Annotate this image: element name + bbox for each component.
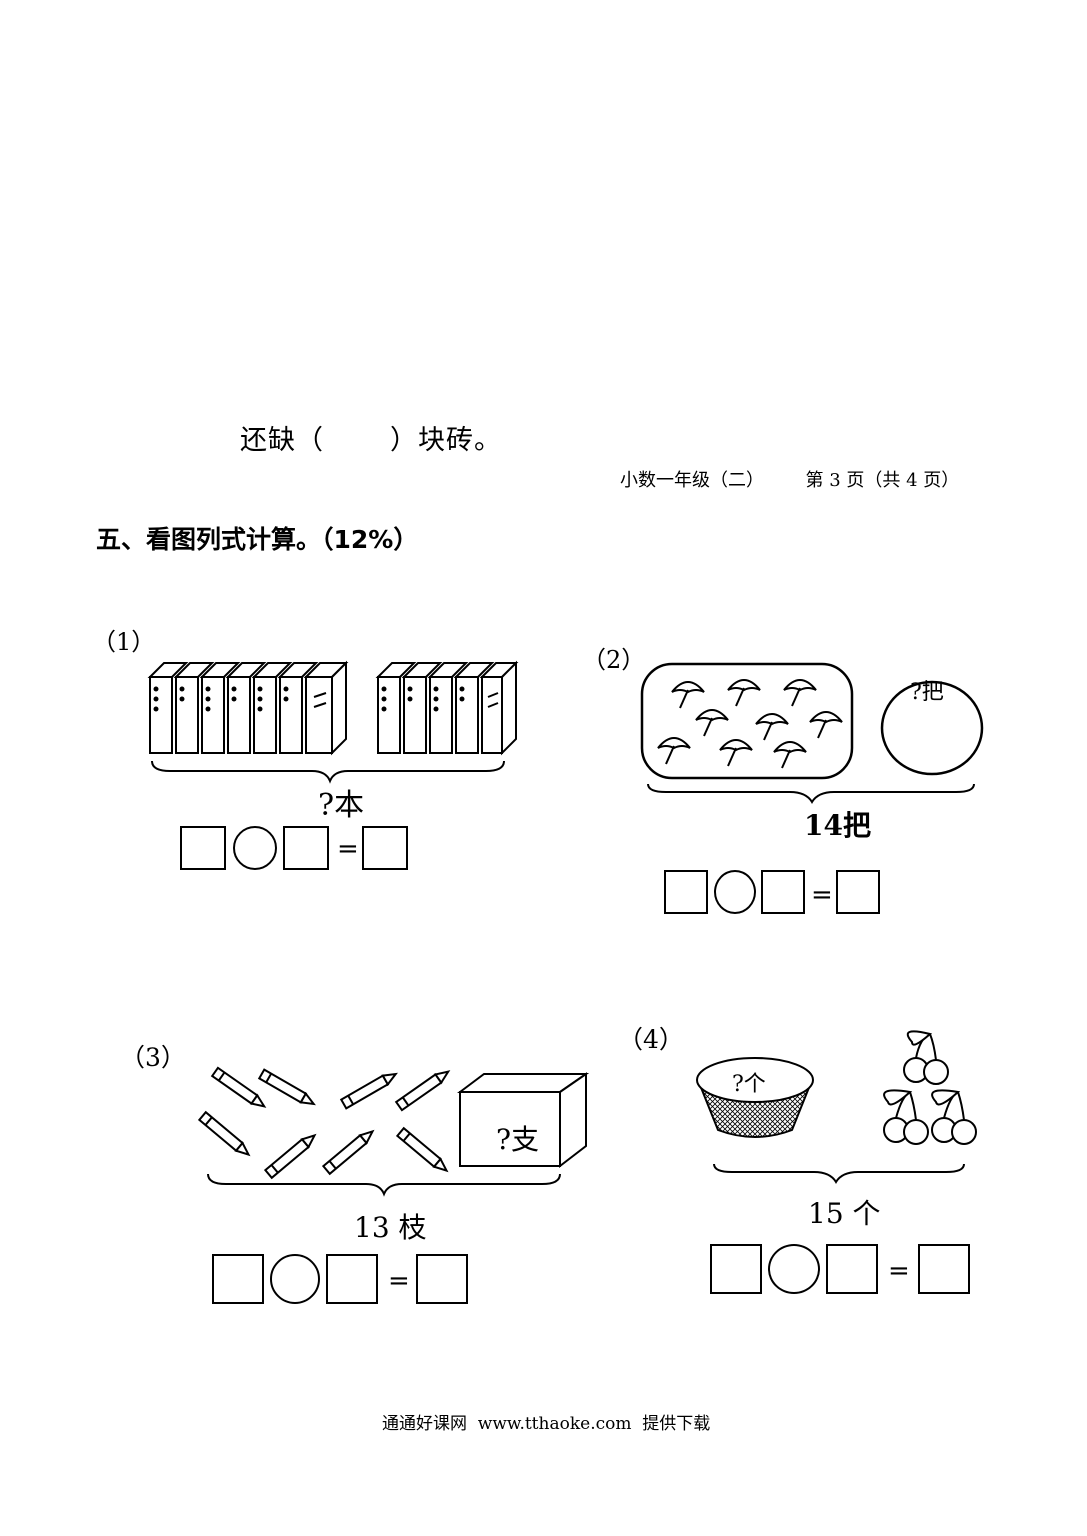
page-footer: 通通好课网 www.tthaoke.com 提供下载 [382,1414,711,1434]
operand-box-1[interactable] [664,870,708,914]
operator-circle[interactable] [768,1244,820,1294]
result-box[interactable] [416,1254,468,1304]
bricks-prefix: 还缺（ [240,425,324,456]
problem-2-number: （2） [582,646,646,674]
operand-box-1[interactable] [212,1254,264,1304]
problem-2-top-label: ?把 [910,680,944,705]
basket-cherries-illustration [696,1030,977,1184]
problem-2-label: 14把 [804,809,871,842]
equals-sign: = [811,880,833,910]
operand-box-2[interactable] [326,1254,378,1304]
equals-sign: = [888,1256,910,1286]
page-number: 第 3 页（共 4 页） [805,470,960,491]
page-header-info: 小数一年级（二） 第 3 页（共 4 页） [620,466,959,492]
result-box[interactable] [836,870,880,914]
class-label: 小数一年级（二） [620,470,764,491]
operator-circle[interactable] [233,826,277,870]
operand-box-1[interactable] [180,826,226,870]
problem-3-label: 13 枝 [354,1211,427,1244]
umbrellas-illustration [640,662,984,804]
problem-4-label: 15 个 [808,1197,881,1230]
section-title: 五、看图列式计算。（12%） [96,525,419,554]
problem-3-box-label: ?支 [496,1123,540,1156]
problem-1-number: （1） [92,628,156,656]
result-box[interactable] [362,826,408,870]
problem-4-number: （4） [618,1025,684,1054]
bricks-suffix: ）块砖。 [390,425,502,456]
books-illustration [147,660,519,784]
operator-circle[interactable] [270,1254,320,1304]
operand-box-2[interactable] [761,870,805,914]
problem-3-number: （3） [120,1043,186,1072]
bricks-line: 还缺（ ）块砖。 [240,418,502,457]
pencils-illustration [197,1066,590,1197]
equals-sign: = [337,834,359,864]
equals-sign: = [388,1266,410,1296]
problem-4-basket-label: ?个 [732,1072,766,1097]
operand-box-1[interactable] [710,1244,762,1294]
operand-box-2[interactable] [826,1244,878,1294]
operand-box-2[interactable] [283,826,329,870]
result-box[interactable] [918,1244,970,1294]
problem-1-label: ?本 [318,788,365,823]
operator-circle[interactable] [714,870,756,914]
